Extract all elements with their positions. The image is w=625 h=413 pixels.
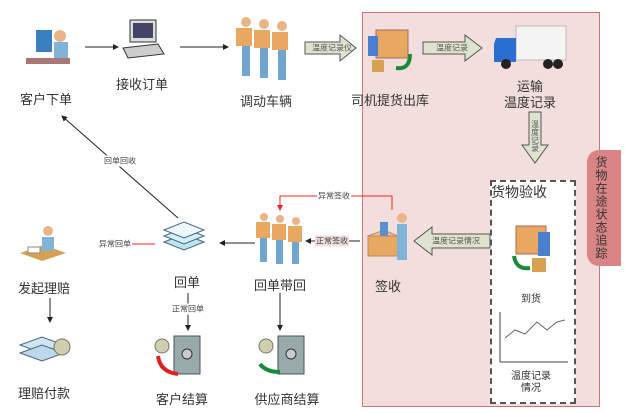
node-sign: 签收: [374, 280, 402, 295]
thick-arrow-temp-record: [422, 33, 483, 63]
node-temp-record: 温度记录: [511, 371, 551, 382]
inspection-title: 货物验收: [491, 185, 547, 201]
node-customer-settlement: 客户结算: [155, 393, 209, 408]
customer-computer-icon: [26, 30, 70, 64]
label-abnormal-sign: 异常签收: [317, 190, 351, 202]
workers-carrying-boxes-icon: [236, 17, 288, 80]
node-customer-order: 客户下单: [19, 93, 73, 108]
label-temp-situation: 温度记录情况: [432, 236, 480, 246]
thick-arrow-temp-recorder: [304, 33, 357, 63]
node-supplier-settlement: 供应商结算: [254, 393, 320, 408]
arrival-truck-icon: [512, 225, 550, 272]
inspection-box: [490, 180, 576, 404]
thick-arrow-temp-situation: [413, 225, 491, 257]
label-temp-record: 温度记录: [436, 43, 468, 53]
node-transport-temp: 温度记录: [503, 96, 557, 111]
label-temp-recorder: 温度记录仪: [312, 43, 352, 53]
node-temp-situation: 情况: [521, 383, 541, 394]
supplier-settlement-safe-icon: [258, 335, 305, 375]
label-temp-record-down: 温度记录: [530, 120, 540, 152]
in-transit-tracking-tab: 货物在途状态追踪: [587, 150, 621, 266]
node-receipt: 回单: [173, 276, 201, 291]
claim-payment-icon: [18, 336, 71, 362]
claim-desk-icon: [20, 226, 66, 261]
node-claim-payment: 理赔付款: [17, 387, 71, 402]
customer-settlement-safe-icon: [154, 335, 201, 376]
node-dispatch-vehicle: 调动车辆: [239, 95, 293, 110]
label-normal-sign: 正常签收: [315, 235, 349, 247]
label-receipt-recovery: 回单回收: [103, 155, 137, 167]
truck-pickup-icon: [368, 29, 412, 72]
tab-label: 货物在途状态追踪: [594, 156, 608, 260]
node-transport: 运输: [516, 80, 544, 95]
receipt-documents-icon: [162, 221, 206, 251]
computer-icon: [122, 19, 165, 59]
edge-receipt-recovery: [61, 115, 179, 219]
temp-chart: [499, 312, 568, 363]
node-receipt-return: 回单带回: [253, 279, 307, 294]
sign-receipt-icon: [366, 213, 407, 260]
node-receive-order: 接收订单: [115, 78, 169, 93]
thick-arrow-down: [521, 111, 549, 164]
label-abnormal-receipt: 异常回单: [98, 238, 132, 250]
node-driver-pickup: 司机提货出库: [350, 94, 430, 109]
label-normal-receipt: 正常回单: [171, 303, 205, 315]
receipt-return-workers-icon: [256, 213, 302, 264]
node-claim: 发起理赔: [17, 282, 71, 297]
node-arrival: 到货: [521, 294, 541, 305]
truck-icon: [494, 25, 567, 69]
